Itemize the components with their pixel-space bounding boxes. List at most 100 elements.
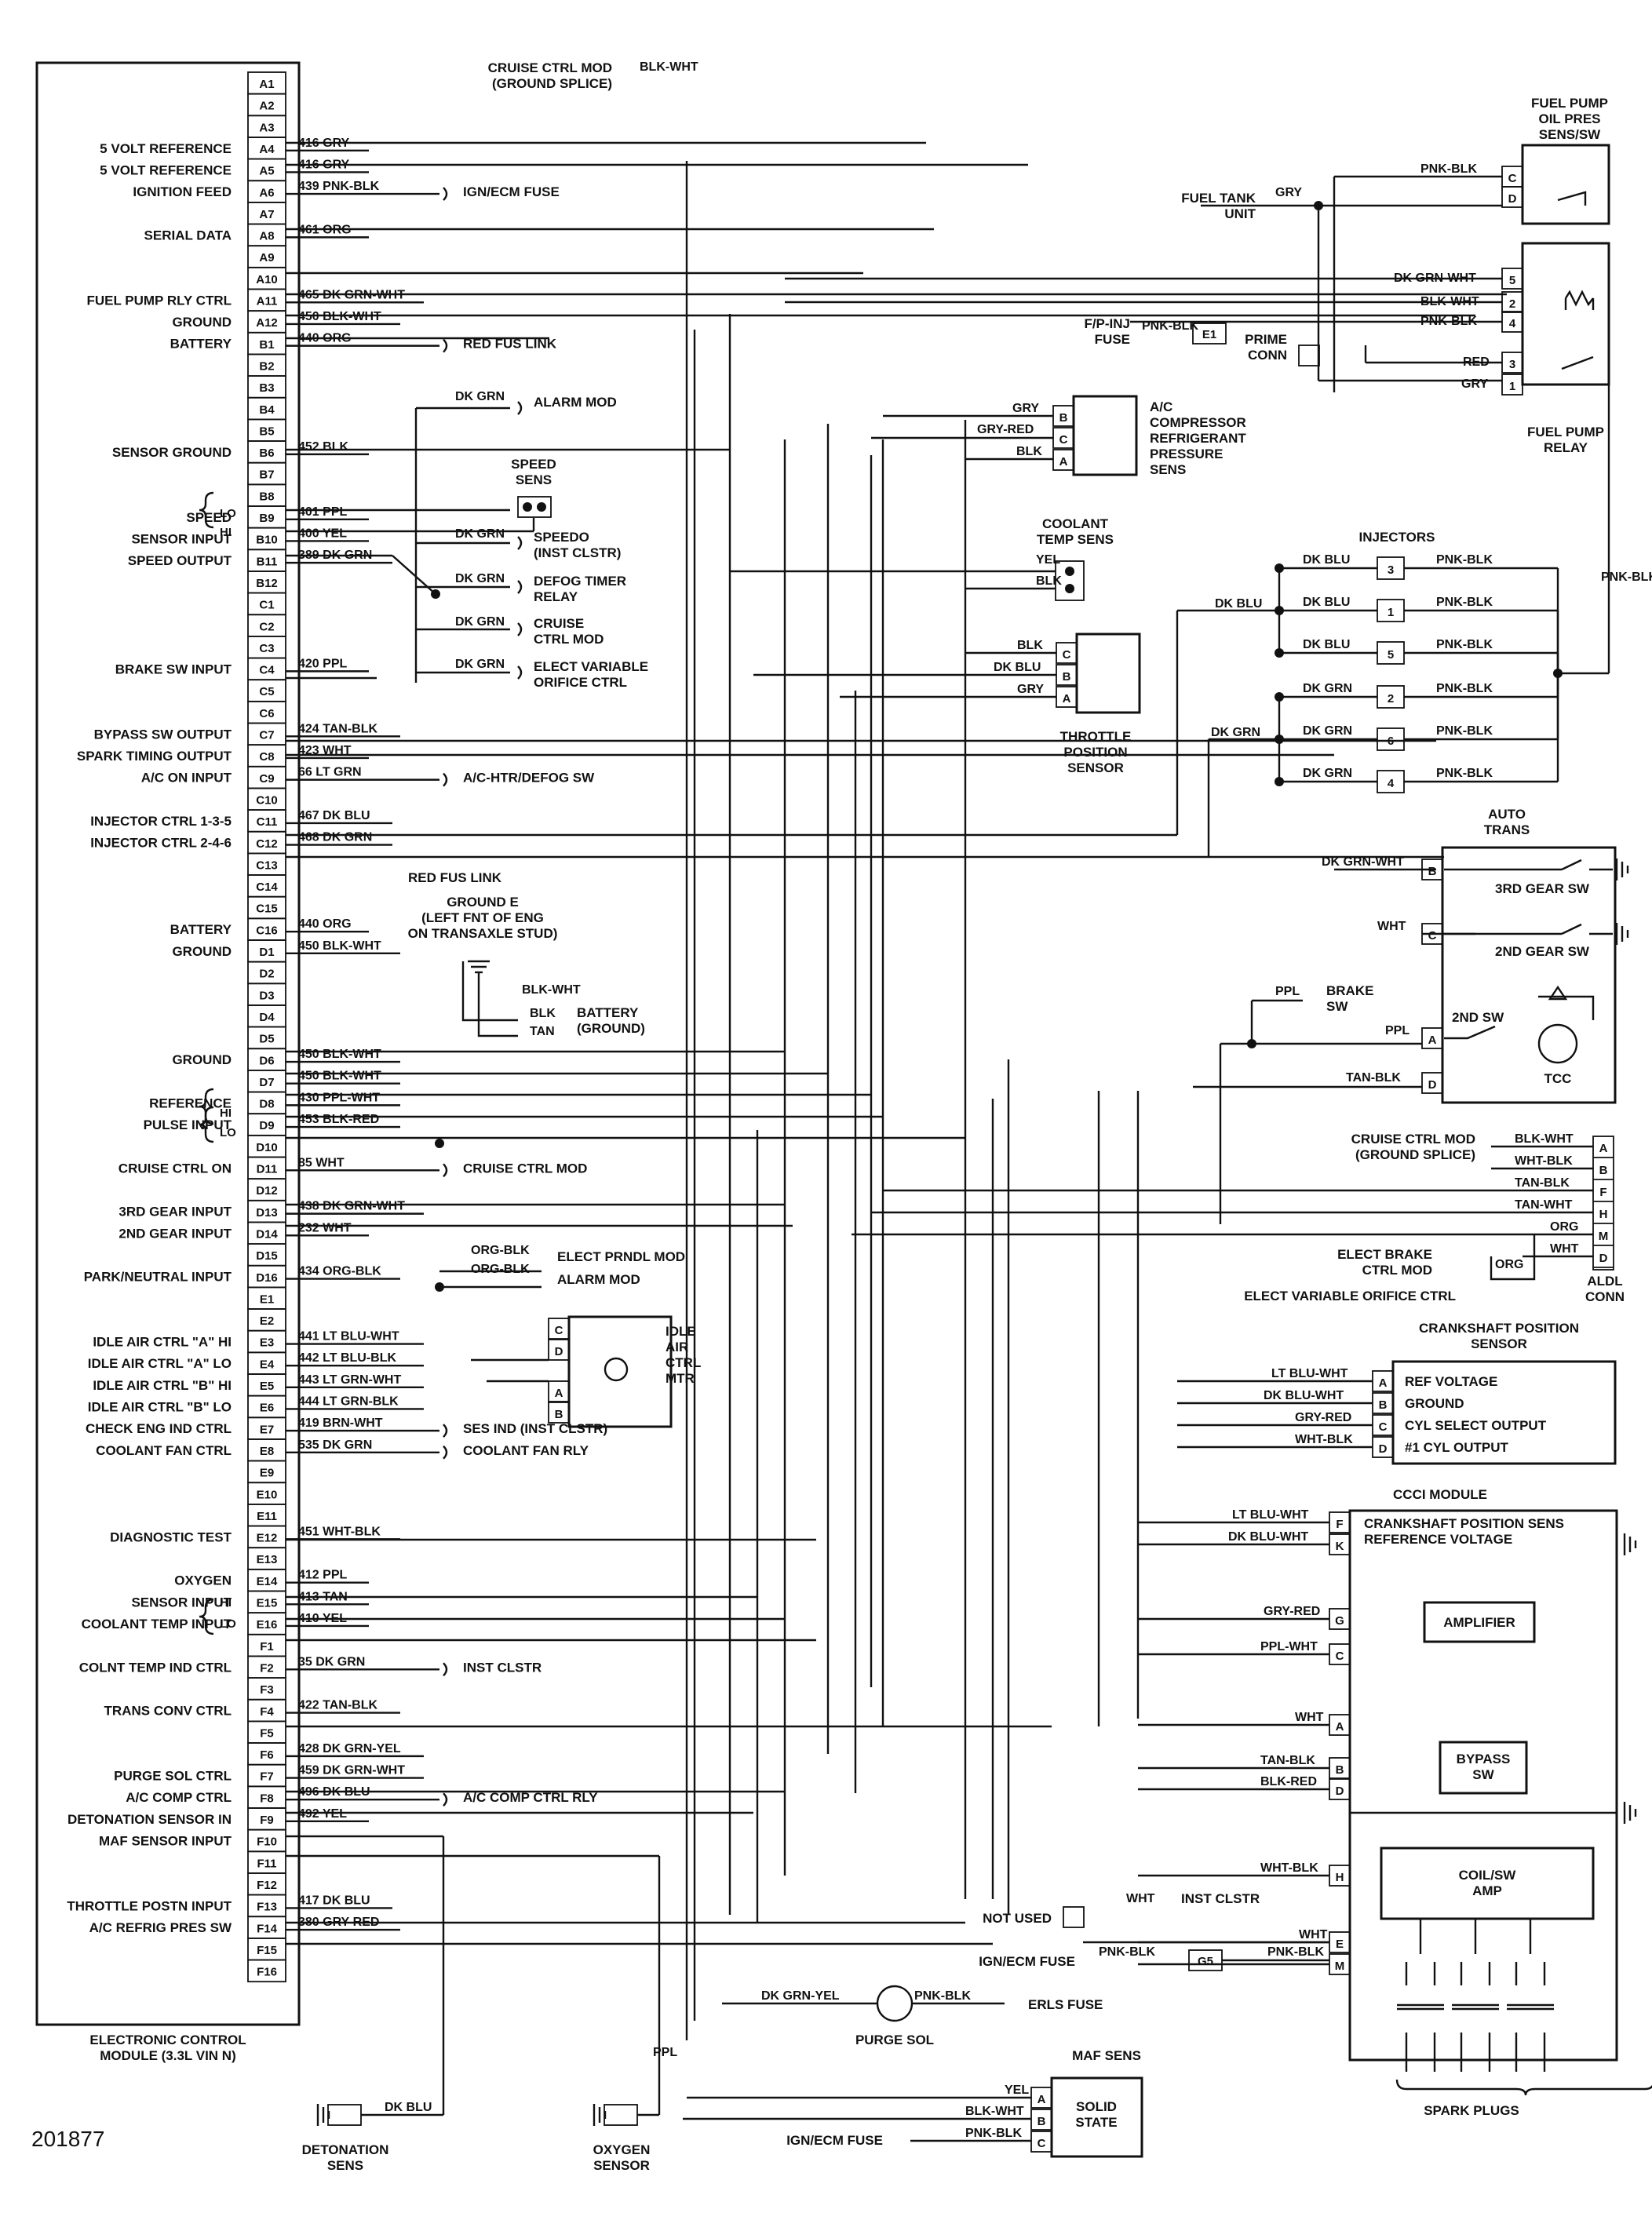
pin-number: C8 <box>259 750 274 764</box>
cruise-mod-label: CRUISE <box>534 616 584 631</box>
speedo-label: SPEEDO <box>534 530 589 545</box>
ecm-pin-b5: B5 <box>247 418 286 442</box>
ecm-pin-e13: E13 <box>247 1547 286 1570</box>
auto-trans-label: AUTO <box>1488 807 1526 822</box>
wire-label: TAN <box>530 1025 555 1038</box>
bypass-sw-label: SW <box>1472 1767 1494 1782</box>
ground-symbol <box>1615 923 1629 945</box>
pin-number: A12 <box>256 316 278 330</box>
pin-number: A11 <box>257 295 278 308</box>
pin-function-label: SPEED <box>186 510 232 525</box>
iac-label: IDLE <box>666 1324 696 1339</box>
pin-number: C1 <box>259 599 274 612</box>
pin-letter: 5 <box>1509 274 1515 287</box>
pin-letter: C <box>1063 648 1071 662</box>
wire-label: DK BLU <box>385 2101 432 2114</box>
2nd-sw-label: 2ND SW <box>1452 1010 1504 1025</box>
wire-label: BLK-WHT <box>1515 1132 1574 1146</box>
speed-sensor-label: SPEED <box>511 457 556 472</box>
ecm-pin-c6: C6 <box>247 700 286 724</box>
pin-number: D14 <box>256 1227 278 1241</box>
pin-number: F10 <box>257 1836 277 1849</box>
coolant-temp-sensor-label: COOLANT <box>1042 516 1109 531</box>
ecm-pin-b8: B8 <box>247 483 286 507</box>
wire-label: 424 TAN-BLK <box>298 722 377 735</box>
pin-function-label: BYPASS SW OUTPUT <box>94 727 232 742</box>
coil-amp-label: COIL/SW <box>1459 1868 1517 1883</box>
oxygen-sensor-label: OXYGEN <box>593 2142 651 2157</box>
pin-letter: C <box>1379 1420 1388 1434</box>
wire-label: TAN-BLK <box>1346 1071 1401 1085</box>
coolant-temp-sensor <box>1055 560 1085 601</box>
pin-number: C4 <box>259 664 275 677</box>
wire-label: LT BLU-WHT <box>1271 1367 1348 1380</box>
pin-function-label: GROUND <box>172 1052 232 1067</box>
ckp-pin-function: CYL SELECT OUTPUT <box>1405 1418 1547 1433</box>
pin-number: F7 <box>260 1770 274 1784</box>
pin-number: C13 <box>256 859 278 872</box>
dest-connector <box>443 1662 448 1677</box>
pin-letter: D <box>1508 192 1517 206</box>
aldl-pin: F <box>1599 1186 1606 1199</box>
dest-connector <box>443 338 448 353</box>
pin-letter: 2 <box>1509 297 1515 311</box>
destination-label: COOLANT FAN RLY <box>463 1443 589 1458</box>
pin-letter: C <box>1508 172 1517 185</box>
ecm-pin-f3: F3 <box>247 1677 286 1701</box>
pin-function-label: IDLE AIR CTRL "A" LO <box>88 1356 232 1371</box>
injector-number: 4 <box>1388 777 1395 790</box>
pin-letter: B <box>1059 411 1068 425</box>
pin-letter: M <box>1335 1960 1345 1973</box>
inst-clstr-label: INST CLSTR <box>1181 1891 1260 1906</box>
pin-number: E12 <box>257 1532 278 1545</box>
pin-number: D8 <box>259 1098 274 1111</box>
pin-function-label: DIAGNOSTIC TEST <box>110 1529 232 1544</box>
pin-number: B3 <box>259 381 274 395</box>
pin-cell <box>1421 1027 1443 1049</box>
ecm-pin-a3: A3 <box>247 115 286 138</box>
brake-sw-label: BRAKE <box>1326 983 1373 998</box>
prime-conn-box <box>1298 345 1320 366</box>
tcc-label: TCC <box>1544 1071 1572 1086</box>
auto-trans-box <box>1441 846 1617 1104</box>
aldl-label: CONN <box>1585 1289 1625 1304</box>
not-used-box <box>1063 1906 1085 1928</box>
pin-letter: A <box>1059 455 1068 468</box>
pin <box>1065 567 1074 576</box>
ac-pressure-sensor-label: A/C <box>1150 399 1172 414</box>
pin-function-label: A/C COMP CTRL <box>126 1790 232 1805</box>
pin-function-label: 5 VOLT REFERENCE <box>100 162 232 177</box>
pin-number: B9 <box>259 512 274 525</box>
iac-label: MTR <box>666 1371 695 1386</box>
pin-function-label: INJECTOR CTRL 2-4-6 <box>90 836 232 851</box>
pin-number: D9 <box>259 1119 274 1132</box>
pin-number: E4 <box>260 1358 275 1371</box>
pin-number: F14 <box>257 1922 278 1935</box>
pin-number: D4 <box>259 1011 275 1024</box>
wire-label: PNK-BLK <box>965 2127 1022 2140</box>
pin-function-label: SPEED OUTPUT <box>128 553 232 568</box>
fuel-tank-label: FUEL TANK <box>1181 191 1256 206</box>
wire-label: TAN-BLK <box>1515 1176 1570 1190</box>
wire-label: WHT <box>1550 1242 1579 1256</box>
pin-number: D5 <box>259 1033 274 1046</box>
wire-label: DK BLU <box>994 661 1041 674</box>
static-wiring: CD52431BCACBA315264BCADABFHMDCDABABCDREF… <box>286 141 1652 2158</box>
wire-label: GRY-RED <box>977 423 1034 436</box>
wire-label: DK BLU <box>1215 597 1262 611</box>
pin-function-label: IDLE AIR CTRL "B" HI <box>93 1378 232 1393</box>
pin-function-label: IDLE AIR CTRL "B" LO <box>88 1399 232 1414</box>
pin-number: C12 <box>256 837 278 851</box>
pin-number: C5 <box>259 685 274 698</box>
pin-number: F5 <box>260 1726 274 1740</box>
fuel-pump-oil-pres-switch <box>1521 144 1610 225</box>
